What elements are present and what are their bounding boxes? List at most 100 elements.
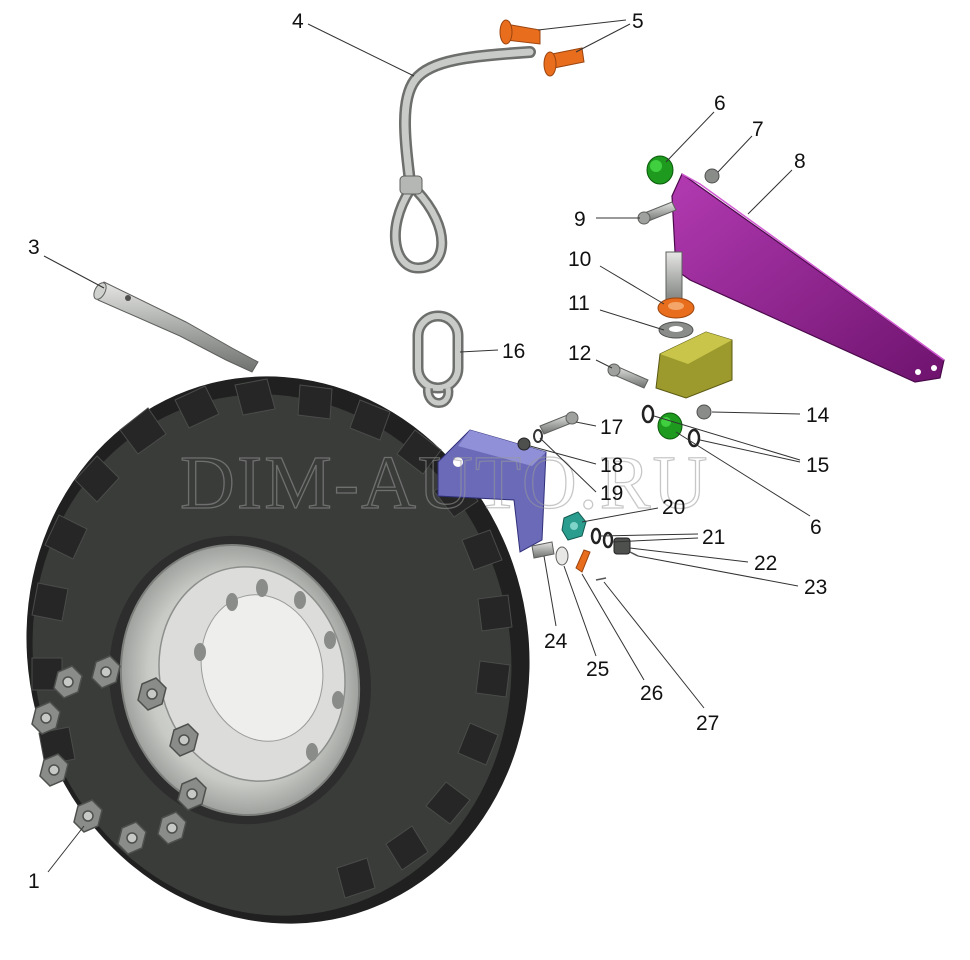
small-nut — [704, 168, 720, 184]
washers-21 — [590, 527, 614, 549]
leader-4 — [307, 23, 415, 77]
callout-18: 18 — [600, 454, 623, 477]
callout-7: 7 — [752, 118, 764, 141]
wheel-nut — [73, 799, 103, 833]
callout-23: 23 — [804, 576, 827, 599]
callout-4: 4 — [292, 10, 304, 33]
washer-15b — [687, 428, 701, 448]
callout-6b: 6 — [810, 516, 822, 539]
callout-14: 14 — [806, 404, 830, 427]
flanged-sleeve — [499, 19, 541, 45]
callout-20: 20 — [662, 496, 685, 519]
callout-22: 22 — [754, 552, 777, 575]
washer-15a — [641, 404, 655, 424]
leader-20 — [581, 507, 659, 523]
wheel-nut — [117, 821, 147, 855]
callout-26: 26 — [640, 682, 663, 705]
leader-8 — [747, 169, 793, 215]
wheel-nut — [177, 777, 207, 811]
washer-19 — [533, 429, 543, 443]
callout-15: 15 — [806, 454, 829, 477]
callout-6a: 6 — [714, 92, 726, 115]
callout-8: 8 — [794, 150, 806, 173]
orange-ring — [657, 297, 695, 319]
leader-16 — [459, 349, 499, 353]
nut-18 — [517, 437, 531, 451]
leader-12 — [595, 359, 613, 369]
leader-25 — [563, 565, 597, 657]
bolt-12 — [607, 363, 649, 389]
leader-11 — [599, 309, 665, 331]
leader-23 — [637, 555, 799, 587]
leader-6a — [665, 111, 715, 163]
nut-14 — [696, 404, 712, 420]
pin-27 — [595, 577, 607, 581]
green-bushing-bottom — [657, 412, 683, 440]
leader-18 — [529, 445, 597, 465]
callout-9: 9 — [574, 208, 586, 231]
callout-3: 3 — [28, 236, 40, 259]
bolt-9 — [637, 201, 677, 225]
callout-19: 19 — [600, 482, 623, 505]
watermark: DIM-AUTO.RU — [180, 441, 709, 525]
wheel-nut — [31, 701, 61, 735]
leader-1 — [47, 825, 85, 873]
flanged-sleeve — [543, 47, 585, 77]
stub-pin — [531, 541, 555, 559]
callout-12: 12 — [568, 342, 591, 365]
tire-tread — [31, 378, 513, 899]
callout-17: 17 — [600, 416, 623, 439]
leader-10 — [599, 265, 665, 305]
castle-nut — [613, 537, 631, 555]
leader-21b — [611, 537, 699, 543]
leader-19 — [539, 437, 597, 493]
leader-26 — [581, 573, 645, 681]
wheel-nut — [137, 677, 167, 711]
wheel-assembly — [26, 376, 530, 924]
blue-plate — [437, 429, 547, 553]
leader-6b — [675, 431, 811, 517]
wheel-nut — [169, 723, 199, 757]
callout-16: 16 — [502, 340, 525, 363]
wheel-nut — [39, 753, 69, 787]
washer-11 — [658, 321, 694, 339]
leader-24 — [543, 555, 557, 627]
cable-loop — [390, 46, 536, 274]
callout-10: 10 — [568, 248, 591, 271]
callout-11: 11 — [568, 292, 590, 315]
wheel-nut — [53, 665, 83, 699]
leader-27 — [603, 581, 705, 709]
callout-5: 5 — [632, 10, 644, 33]
wheel-nuts — [31, 655, 207, 855]
washer-25 — [555, 546, 569, 566]
leader-17 — [575, 421, 597, 427]
leader-14 — [711, 411, 801, 415]
leader-3 — [43, 255, 105, 289]
callout-21: 21 — [702, 526, 725, 549]
wheel-nut — [157, 811, 187, 845]
leader-22 — [629, 547, 749, 563]
spindle-axle — [93, 281, 259, 373]
teal-nut — [561, 511, 587, 541]
callout-labels: 1 3 4 5 6 7 8 9 10 11 12 14 15 6 16 17 1… — [28, 10, 830, 893]
bolt-17 — [539, 411, 579, 435]
callout-27: 27 — [696, 712, 719, 735]
leader-5b — [575, 23, 631, 53]
leader-lines — [43, 19, 811, 873]
callout-25: 25 — [586, 658, 609, 681]
olive-bracket — [655, 331, 733, 399]
cotter-pin — [629, 551, 639, 557]
callout-1: 1 — [28, 870, 40, 893]
rim-vent-holes — [194, 579, 344, 761]
leader-7 — [717, 135, 753, 173]
leader-15a — [653, 415, 801, 461]
wheel-nut — [91, 655, 121, 689]
green-bushing-top — [646, 155, 674, 185]
flanged-sleeves — [499, 19, 585, 77]
leader-5a — [537, 19, 627, 31]
chain-link — [412, 310, 464, 408]
orange-nut — [575, 549, 591, 573]
leader-15b — [699, 439, 801, 463]
leader-21a — [599, 533, 699, 537]
callout-24: 24 — [544, 630, 568, 653]
